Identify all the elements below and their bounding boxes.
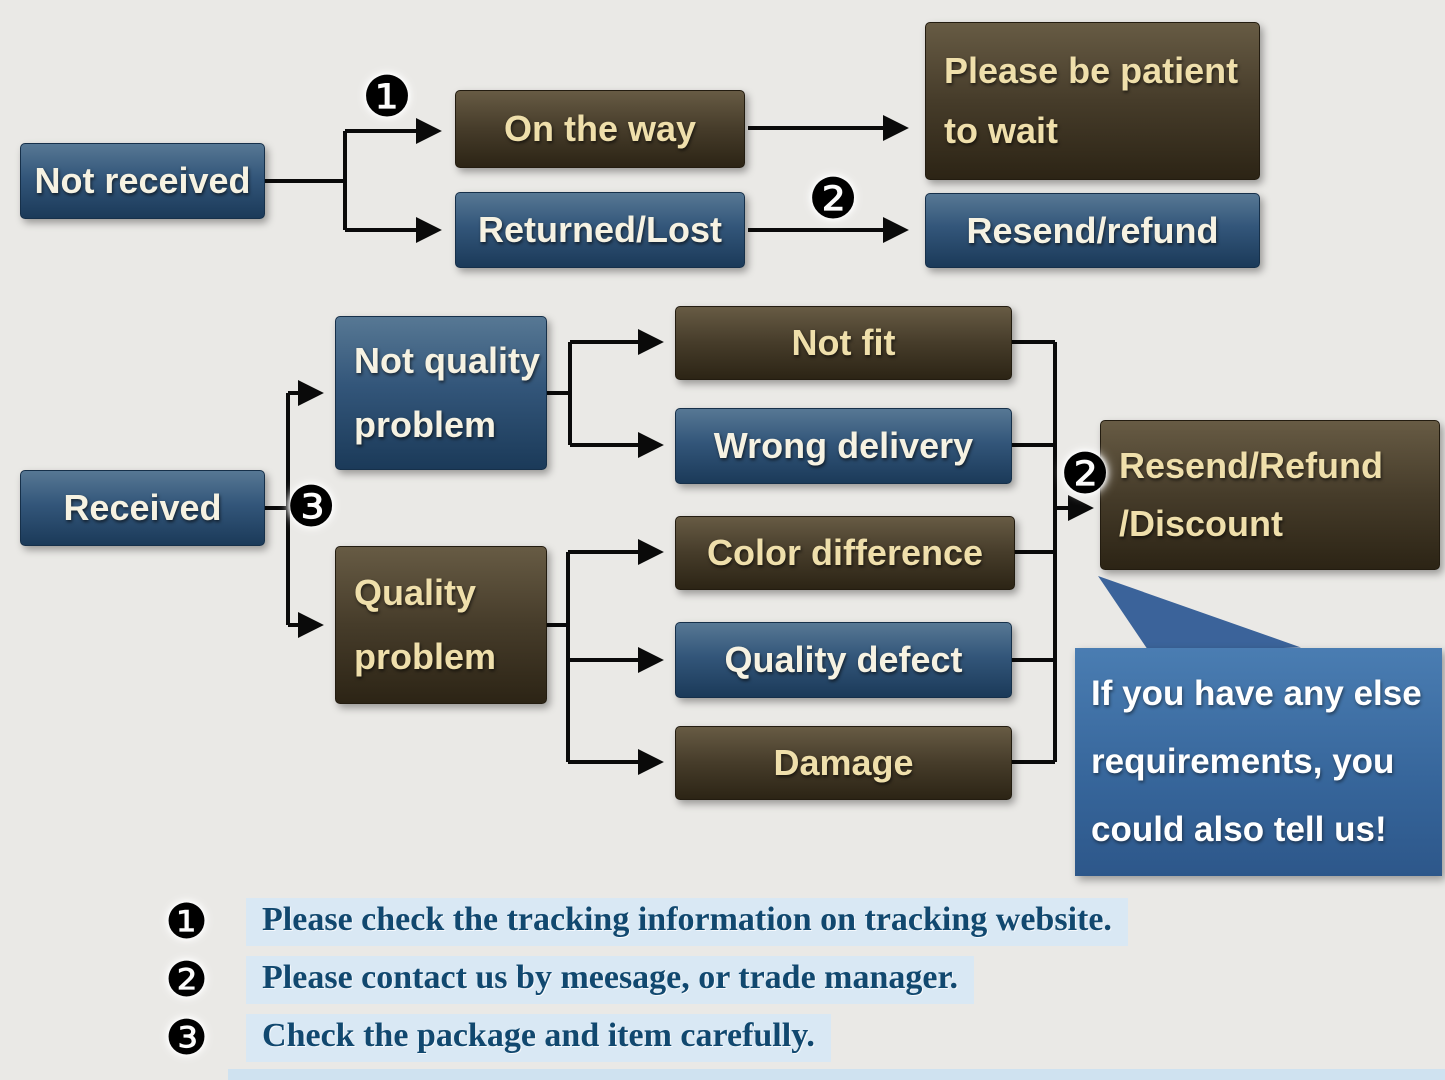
node-label: Returned/Lost <box>477 209 722 251</box>
note-line3: could also tell us! <box>1091 809 1387 849</box>
note-bubble: If you have any else requirements, you c… <box>1075 648 1442 876</box>
legend-3-marker-icon: ❸ <box>165 1010 209 1066</box>
node-label-line2: /Discount <box>1119 503 1284 544</box>
legend-1-text: Please check the tracking information on… <box>246 898 1128 946</box>
node-please-be-patient: Please be patient to wait <box>925 22 1260 180</box>
step1-marker-icon: ❶ <box>362 65 413 130</box>
note-line2: requirements, you <box>1091 741 1395 781</box>
node-label-line1: Resend/Refund <box>1119 445 1384 487</box>
node-label-line2: problem <box>354 404 497 445</box>
node-label-line1: Quality <box>354 572 477 614</box>
node-damage: Damage <box>675 726 1012 800</box>
legend-2-marker-icon: ❷ <box>165 952 209 1008</box>
node-not-received: Not received <box>20 143 265 219</box>
node-label: Damage <box>773 742 914 784</box>
note-line1: If you have any else <box>1091 673 1422 713</box>
node-returned-lost: Returned/Lost <box>455 192 745 268</box>
legend-row-2: ❷ Please contact us by meesage, or trade… <box>165 956 974 1004</box>
step3-marker-icon: ❸ <box>286 475 337 540</box>
node-wrong-delivery: Wrong delivery <box>675 408 1012 484</box>
node-label: Not fit <box>791 322 896 364</box>
note-bubble-tail <box>1098 576 1301 652</box>
legend-2-text: Please contact us by meesage, or trade m… <box>246 956 974 1004</box>
legend-row-3: ❸ Check the package and item carefully. <box>165 1014 831 1062</box>
node-color-difference: Color difference <box>675 516 1015 590</box>
node-label-line2: problem <box>354 636 497 677</box>
node-label: Resend/refund <box>966 209 1219 251</box>
node-label: Color difference <box>706 532 984 574</box>
node-resend-refund: Resend/refund <box>925 193 1260 268</box>
node-quality-problem: Quality problem <box>335 546 547 704</box>
node-not-quality-problem: Not quality problem <box>335 316 547 470</box>
node-on-the-way: On the way <box>455 90 745 168</box>
node-label: On the way <box>503 108 697 150</box>
node-label: Wrong delivery <box>713 425 974 467</box>
legend-row-1: ❶ Please check the tracking information … <box>165 898 1128 946</box>
node-quality-defect: Quality defect <box>675 622 1012 698</box>
node-label-line2: to wait <box>944 110 1058 151</box>
step2-marker-right-icon: ❷ <box>1060 442 1111 507</box>
node-resend-refund-discount: Resend/Refund /Discount <box>1100 420 1440 570</box>
legend-1-marker-icon: ❶ <box>165 894 209 950</box>
node-not-fit: Not fit <box>675 306 1012 380</box>
node-label-line1: Please be patient <box>944 50 1239 92</box>
node-label: Quality defect <box>724 639 963 681</box>
legend-3-text: Check the package and item carefully. <box>246 1014 831 1062</box>
node-label: Received <box>63 487 222 529</box>
node-label: Not received <box>34 160 251 202</box>
bottom-highlight-stripe <box>228 1069 1445 1080</box>
node-label-line1: Not quality <box>354 340 540 382</box>
step2-marker-icon: ❷ <box>808 167 859 232</box>
node-received: Received <box>20 470 265 546</box>
